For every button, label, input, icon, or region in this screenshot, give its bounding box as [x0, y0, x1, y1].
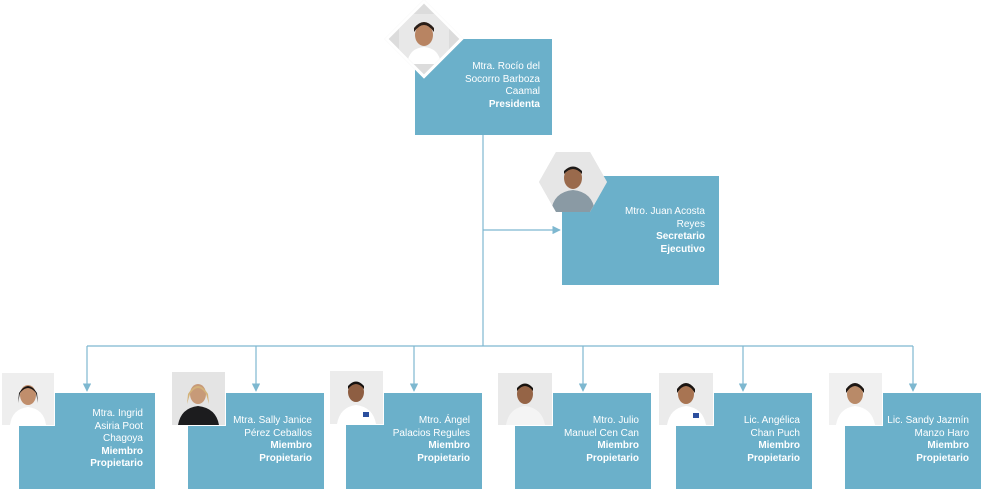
secretary-role-line-1: Secretario [656, 231, 705, 242]
member-6-name-line-2: Manzo Haro [914, 427, 969, 439]
member-4-photo [497, 372, 553, 426]
member-3-role-line-2: Propietario [417, 452, 470, 464]
member-6-photo [828, 372, 883, 426]
member-5-name-line-1: Lic. Angélica [743, 415, 800, 426]
member-5-role-line-1: Miembro [758, 440, 800, 451]
member-4-name-line-1: Mtro. Julio [592, 415, 639, 426]
secretary-role-line-2: Ejecutivo [660, 243, 705, 255]
president-name-line-3: Caamal [505, 86, 540, 97]
member-5-photo [658, 372, 714, 426]
member-3-name-line-2: Palacios Regules [392, 427, 470, 439]
member-6-role-line-1: Miembro [927, 440, 969, 451]
member-5-name-line-2: Chan Puch [750, 427, 800, 439]
member-3-photo [329, 370, 384, 425]
president-role: Presidenta [488, 98, 540, 110]
member-card-4: Mtro. Julio Manuel Cen Can Miembro Propi… [515, 393, 651, 489]
member-card-3: Mtro. Ángel Palacios Regules Miembro Pro… [346, 393, 482, 489]
president-photo [384, 0, 464, 79]
president-name-line-1: Mtra. Rocío del [472, 61, 540, 72]
member-1-name-line-3: Chagoya [102, 433, 143, 444]
member-card-6: Lic. Sandy Jazmín Manzo Haro Miembro Pro… [845, 393, 981, 489]
member-1-name-line-2: Asiria Poot [94, 420, 143, 432]
president-name-line-2: Socorro Barboza [464, 73, 540, 85]
member-2-role-line-1: Miembro [270, 440, 312, 451]
member-2-name-line-2: Pérez Ceballos [244, 427, 312, 439]
member-2-role-line-2: Propietario [259, 452, 312, 464]
member-1-photo [1, 372, 55, 426]
secretary-name-line-1: Mtro. Juan Acosta [624, 206, 705, 217]
member-3-name-line-1: Mtro. Ángel [418, 415, 470, 426]
member-2-photo [171, 371, 226, 426]
member-2-name-line-1: Mtra. Sally Janice [233, 415, 312, 426]
member-6-name-line-1: Lic. Sandy Jazmín [887, 415, 969, 426]
member-1-role-line-2: Propietario [90, 458, 143, 469]
member-1-name-line-1: Mtra. Ingrid [92, 408, 143, 419]
member-3-role-line-1: Miembro [428, 440, 470, 451]
secretary-name-line-2: Reyes [676, 218, 705, 230]
member-5-role-line-2: Propietario [747, 452, 800, 464]
member-4-role-line-2: Propietario [586, 452, 639, 464]
member-4-name-line-2: Manuel Cen Can [563, 427, 639, 439]
member-4-role-line-1: Miembro [597, 440, 639, 451]
member-1-role-line-1: Miembro [101, 445, 143, 457]
member-6-role-line-2: Propietario [916, 452, 969, 464]
member-card-2: Mtra. Sally Janice Pérez Ceballos Miembr… [188, 393, 324, 489]
